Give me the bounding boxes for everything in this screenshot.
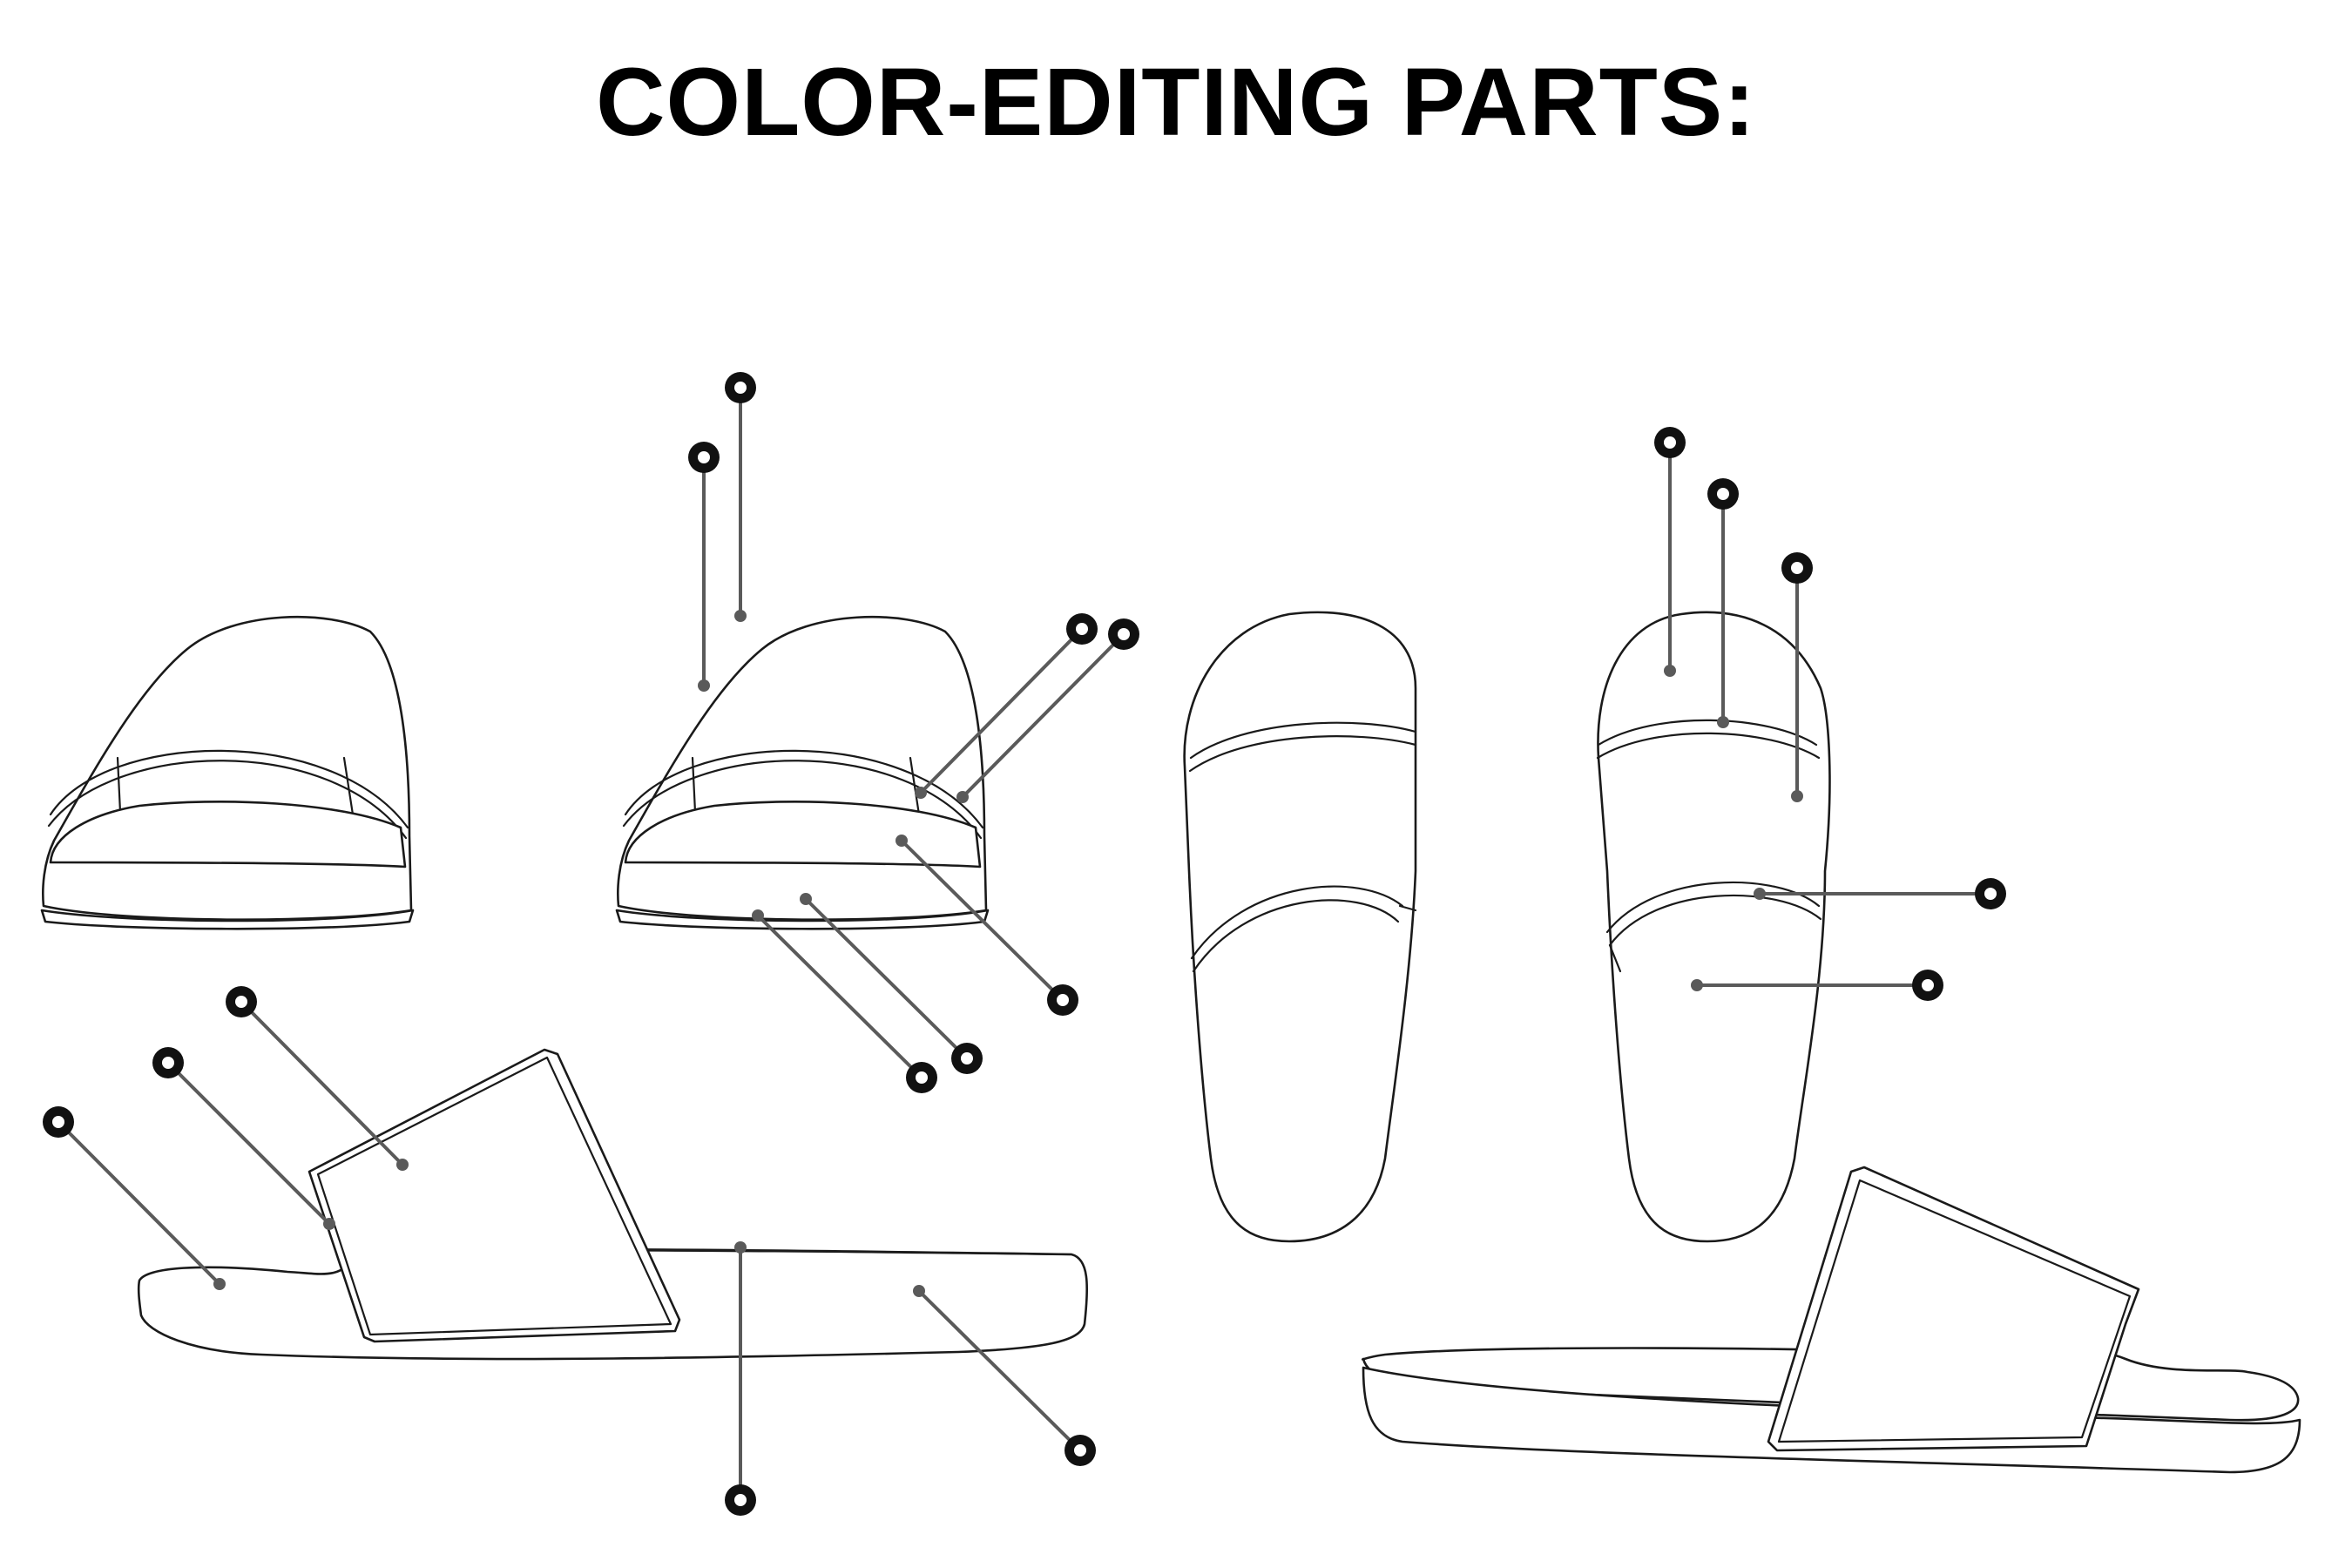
- dot-icon: [1691, 979, 1703, 991]
- dot-icon: [956, 791, 969, 803]
- dot-icon: [734, 1241, 747, 1254]
- leader-side-midsole: [917, 1289, 1082, 1452]
- leader-sole-top: [804, 897, 969, 1060]
- dot-icon: [800, 893, 812, 905]
- ring-marker-icon: [1707, 478, 1739, 510]
- ring-marker-icon: [1108, 618, 1139, 650]
- dot-icon: [396, 1159, 409, 1171]
- top-view-plain: [1183, 611, 1417, 1243]
- dot-icon: [896, 835, 908, 847]
- leader-upper-binding: [919, 627, 1084, 794]
- leader-footbed: [900, 839, 1064, 1002]
- dot-icon: [1791, 790, 1803, 802]
- ring-marker-icon: [1975, 878, 2006, 909]
- leader-side-strap-edge: [166, 1061, 331, 1226]
- dot-icon: [1664, 665, 1676, 677]
- side-view-callouts: [137, 1048, 1089, 1361]
- callout-leaders: [57, 388, 1990, 1500]
- dot-icon: [913, 1285, 925, 1297]
- ring-marker-icon: [951, 1043, 983, 1074]
- ring-marker-icon: [1654, 427, 1686, 458]
- ring-marker-icon: [1066, 613, 1098, 645]
- ring-marker-icon: [725, 372, 756, 403]
- leader-side-heel: [57, 1120, 221, 1286]
- ring-marker-icon: [725, 1484, 756, 1516]
- callout-markers: [43, 372, 2006, 1516]
- ring-marker-icon: [1064, 1435, 1096, 1466]
- page-title: COLOR-EDITING PARTS:: [596, 49, 1756, 156]
- dot-icon: [734, 610, 747, 622]
- side-view-plain: [1362, 1166, 2301, 1474]
- ring-marker-icon: [906, 1062, 937, 1093]
- ring-marker-icon: [1781, 552, 1813, 584]
- dot-icon: [323, 1218, 335, 1230]
- dot-icon: [915, 787, 927, 799]
- ring-marker-icon: [152, 1047, 184, 1078]
- top-view-callouts: [1596, 611, 1831, 1243]
- callout-anchors: [213, 610, 1803, 1297]
- ring-marker-icon: [43, 1106, 74, 1138]
- dot-icon: [752, 909, 764, 922]
- dot-icon: [1754, 888, 1766, 900]
- ring-marker-icon: [688, 442, 720, 473]
- dot-icon: [1717, 716, 1729, 728]
- ring-marker-icon: [1912, 970, 1943, 1001]
- leader-upper-edge: [961, 632, 1125, 799]
- front-view-plain: [40, 615, 415, 930]
- leader-side-strap: [240, 1000, 404, 1166]
- ring-marker-icon: [1047, 984, 1078, 1016]
- front-view-callouts: [615, 615, 990, 930]
- dot-icon: [698, 679, 710, 692]
- leader-sole-bottom: [756, 914, 923, 1079]
- ring-marker-icon: [226, 986, 257, 1017]
- dot-icon: [213, 1278, 226, 1290]
